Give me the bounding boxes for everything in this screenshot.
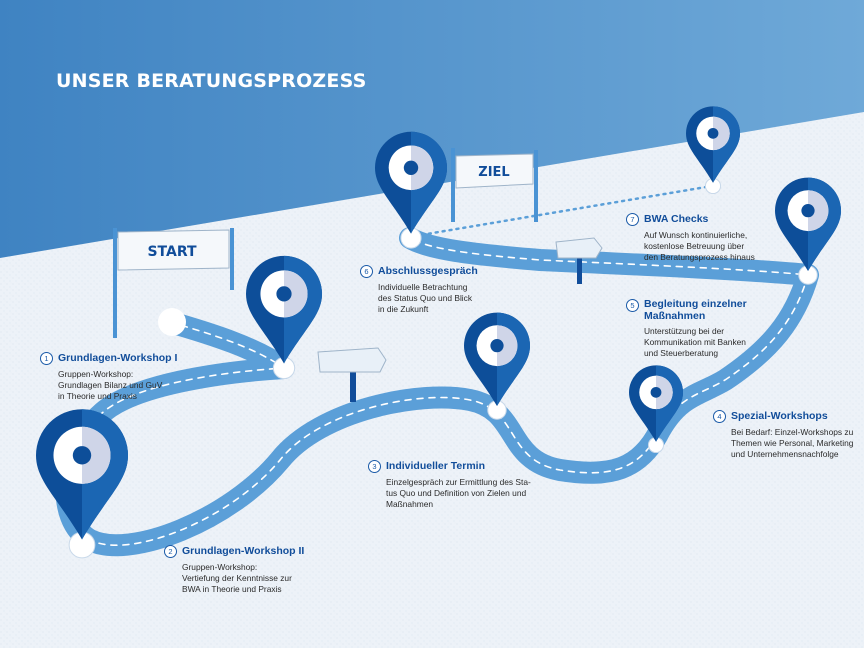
step-number: 5: [626, 299, 639, 312]
step-number: 3: [368, 460, 381, 473]
pin-step-4-icon: [629, 365, 683, 454]
step-description: Gruppen-Workshop: Grundlagen Bilanz und …: [58, 369, 163, 401]
step-description: Einzelgespräch zur Ermittlung des Sta- t…: [386, 477, 531, 509]
pin-step-3-icon: [464, 312, 530, 420]
goal-label: ZIEL: [478, 165, 509, 180]
start-label: START: [147, 244, 197, 260]
step-description: Individuelle Betrachtung des Status Quo …: [378, 282, 473, 314]
start-banner: START: [113, 228, 234, 338]
start-dot: [158, 308, 186, 336]
step-2: 2 Grundlagen-Workshop II Gruppen-Workshop…: [164, 545, 334, 595]
pin-step-7-icon: [686, 106, 740, 195]
sky-background: [0, 0, 864, 258]
step-4: 4 Spezial-Workshops Bei Bedarf: Einzel-Wo…: [713, 410, 863, 460]
step-title: Individueller Termin: [386, 460, 485, 472]
step-title: Begleitung einzelner Maßnahmen: [644, 298, 747, 322]
step-description: Gruppen-Workshop: Vertiefung der Kenntni…: [182, 562, 292, 594]
step-number: 2: [164, 545, 177, 558]
goal-banner: ZIEL: [451, 148, 538, 222]
step-description: Bei Bedarf: Einzel-Workshops zu Themen w…: [731, 427, 854, 459]
page-title: UNSER BERATUNGSPROZESS: [56, 70, 367, 92]
signpost-2: [555, 237, 603, 284]
pin-step-5-icon: [775, 177, 841, 285]
step-6: 6 Abschlussgespräch Individuelle Betracht…: [360, 265, 510, 315]
step-title: Grundlagen-Workshop II: [182, 545, 305, 557]
step-3: 3 Individueller Termin Einzelgespräch zur…: [368, 460, 538, 510]
pin-step-6-icon: [375, 131, 447, 249]
step-title: Spezial-Workshops: [731, 410, 828, 422]
step-1: 1 Grundlagen-Workshop I Gruppen-Workshop:…: [40, 352, 190, 402]
signpost-1: [317, 347, 387, 402]
step-description: Auf Wunsch kontinuierliche, kostenlose B…: [644, 230, 755, 262]
step-number: 1: [40, 352, 53, 365]
pin-step-2-icon: [36, 409, 128, 559]
step-description: Unterstützung bei der Kommunikation mit …: [644, 326, 746, 358]
dotted-connector: [413, 184, 714, 238]
step-title: Grundlagen-Workshop I: [58, 352, 178, 364]
step-title: Abschlussgespräch: [378, 265, 478, 277]
step-title: BWA Checks: [644, 213, 709, 225]
pin-step-1-icon: [246, 255, 322, 380]
step-number: 7: [626, 213, 639, 226]
step-number: 4: [713, 410, 726, 423]
step-5: 5 Begleitung einzelner Maßnahmen Unterstü…: [626, 298, 776, 359]
step-7: 7 BWA Checks Auf Wunsch kontinuierliche, …: [626, 213, 776, 263]
step-number: 6: [360, 265, 373, 278]
